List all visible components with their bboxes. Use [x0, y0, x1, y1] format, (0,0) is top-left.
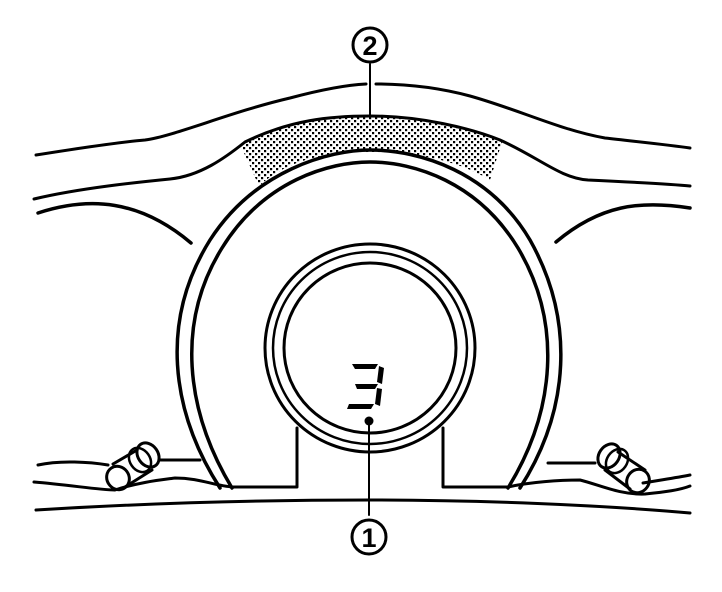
callout-2: 2 [351, 26, 389, 119]
side-housing-arcs [36, 201, 692, 245]
central-meter-housing [175, 148, 563, 490]
callout-1-circle [350, 518, 388, 556]
callout-2-circle [351, 26, 389, 64]
lower-dash-lines [32, 458, 692, 515]
left-knob-icon [105, 441, 161, 492]
meter-stand [231, 426, 510, 489]
callout-1: 1 [350, 416, 388, 556]
callout-1-label: 1 [361, 523, 376, 553]
callout-2-label: 2 [362, 31, 377, 61]
gear-position-digit [347, 364, 384, 409]
right-knob-icon [596, 442, 651, 495]
